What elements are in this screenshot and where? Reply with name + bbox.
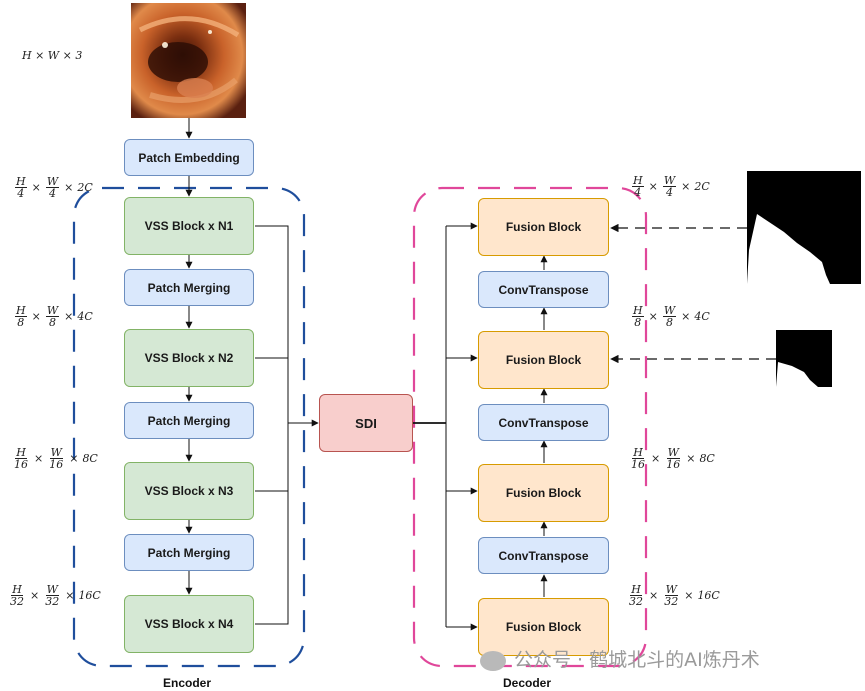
patch-embedding-block: Patch Embedding — [124, 139, 254, 176]
patch-merging-block-3: Patch Merging — [124, 534, 254, 571]
patch-merging-block-2: Patch Merging — [124, 402, 254, 439]
watermark: 公众号 · 鹤城北斗的AI炼丹术 — [480, 645, 760, 672]
patch-merging-block-1: Patch Merging — [124, 269, 254, 306]
fusion-block-2: Fusion Block — [478, 331, 609, 389]
vss-block-4: VSS Block x N4 — [124, 595, 254, 653]
conv-transpose-block-2: ConvTranspose — [478, 404, 609, 441]
sdi-block: SDI — [319, 394, 413, 452]
vss-block-3: VSS Block x N3 — [124, 462, 254, 520]
vss-block-2: VSS Block x N2 — [124, 329, 254, 387]
skip-connections — [255, 225, 319, 625]
sdi-outputs — [413, 222, 478, 631]
mask-image-small — [776, 330, 832, 387]
supervision-arrows — [610, 223, 776, 364]
fusion-block-4: Fusion Block — [478, 598, 609, 656]
encoder-label: Encoder — [163, 676, 212, 690]
conv-transpose-block-1: ConvTranspose — [478, 271, 609, 308]
vss-block-1: VSS Block x N1 — [124, 197, 254, 255]
input-dim-label: H × W × 3 — [22, 49, 83, 62]
decoder-label: Decoder — [503, 676, 552, 690]
mask-image-large — [747, 171, 861, 284]
input-image — [131, 3, 246, 118]
conv-transpose-block-3: ConvTranspose — [478, 537, 609, 574]
decoder-group-border — [412, 186, 648, 668]
watermark-text: 公众号 · 鹤城北斗的AI炼丹术 — [514, 649, 760, 671]
fusion-block-1: Fusion Block — [478, 198, 609, 256]
wechat-icon — [480, 650, 506, 671]
fusion-block-3: Fusion Block — [478, 464, 609, 522]
